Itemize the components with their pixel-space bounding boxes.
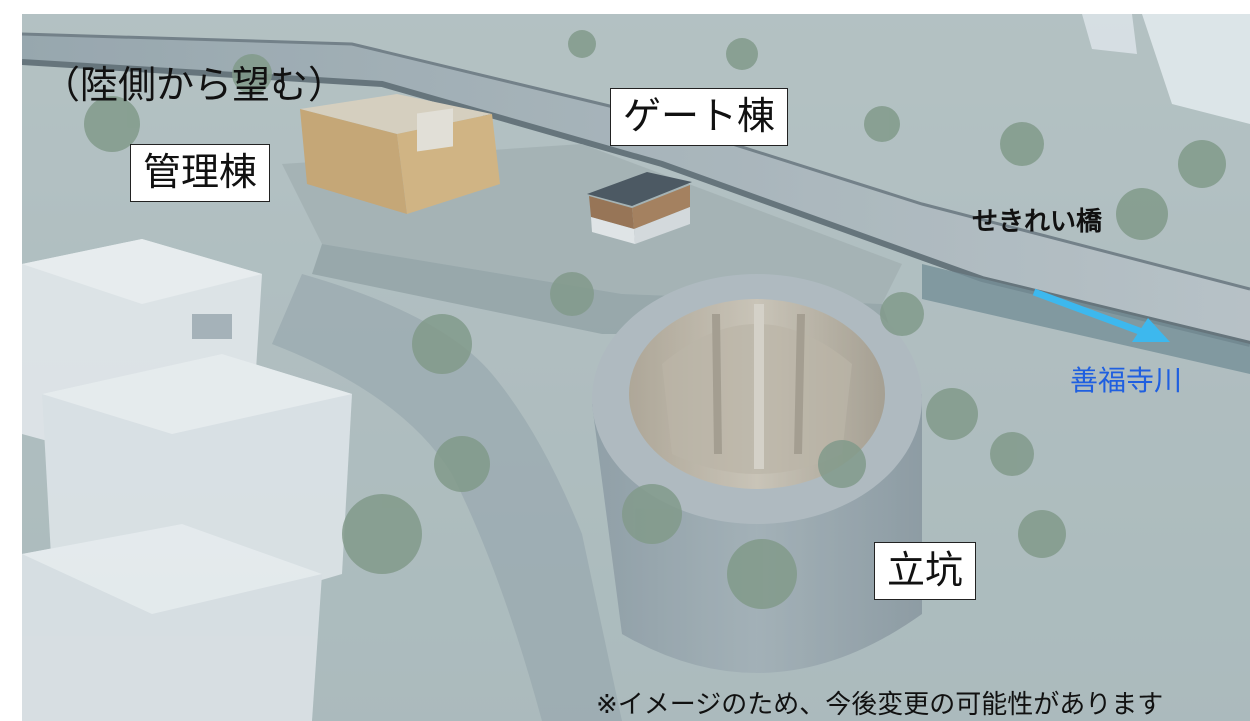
disclaimer-note: ※イメージのため、今後変更の可能性があります [596, 690, 1164, 720]
flow-arrow [1032, 288, 1170, 342]
river-label: 善福寺川 [1070, 364, 1183, 397]
gate-building-label: ゲート棟 [610, 88, 789, 146]
aerial-rendering: （陸側から望む） 管理棟 ゲート棟 立坑 せきれい橋 善福寺川 ※イメージのため… [22, 14, 1250, 721]
bridge-label: せきれい橋 [972, 207, 1103, 237]
viewpoint-caption: （陸側から望む） [42, 63, 347, 107]
shaft-label: 立坑 [874, 542, 977, 600]
management-building-label: 管理棟 [130, 144, 271, 202]
